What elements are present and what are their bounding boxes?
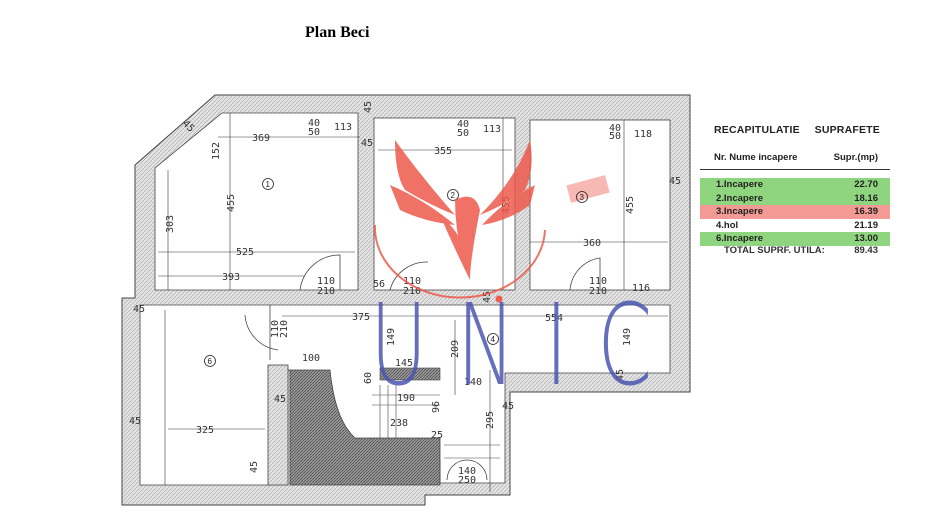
col-area-header: Supr.(mp): [833, 152, 878, 163]
room-number: 1: [266, 180, 271, 189]
recap-title-right: SUPRAFETE: [814, 124, 880, 136]
dim-label: 525: [236, 247, 254, 258]
dim-label: 393: [222, 272, 240, 283]
stair-wall: [267, 364, 289, 486]
dim-label: 110: [403, 276, 421, 287]
table-row: 2.Incapere 18.16: [700, 191, 890, 205]
dim-label: 110: [270, 320, 281, 338]
dim-label: 100: [302, 353, 320, 364]
dim-label: 355: [434, 146, 452, 157]
dim-label: 140: [464, 377, 482, 388]
room-name: 3.Incapere: [716, 206, 763, 217]
dim-label: 210: [279, 320, 290, 338]
dimension-lines: [158, 113, 668, 492]
dim-label: 45: [502, 401, 514, 412]
dim-label: 40: [308, 118, 320, 129]
col-name-header: Nr. Nume incapere: [714, 152, 798, 163]
dim-label: 140: [458, 466, 476, 477]
dim-label: 238: [390, 418, 408, 429]
room-number: 6: [208, 357, 213, 366]
dim-label: 50: [457, 128, 469, 139]
phoenix-logo-icon: [373, 140, 546, 299]
dim-label: 369: [252, 133, 270, 144]
dim-label: 96: [431, 401, 442, 413]
dim-label: 325: [196, 425, 214, 436]
dim-label: 210: [317, 286, 335, 297]
dim-label: 50: [609, 131, 621, 142]
dim-label: 56: [373, 279, 385, 290]
dim-label: 40: [609, 123, 621, 134]
dim-label: 40: [457, 119, 469, 130]
dim-label: 375: [352, 312, 370, 323]
room-numbers: 1 2 3 4 6: [204, 175, 610, 367]
room-1-area: [154, 112, 359, 291]
recap-title: RECAPITULATIE SUPRAFETE: [700, 124, 890, 136]
room-number: 3: [580, 193, 585, 202]
dim-label: 45: [249, 461, 260, 473]
dim-label: 25: [431, 430, 443, 441]
dim-label: 250: [458, 475, 476, 486]
dim-label: 295: [485, 411, 496, 429]
dim-label: 455: [625, 196, 636, 214]
stair-mass: [289, 369, 441, 486]
dim-label: 190: [397, 393, 415, 404]
dim-label: 210: [589, 286, 607, 297]
dim-label: 45: [133, 304, 145, 315]
dim-label: 554: [545, 313, 563, 324]
dim-label: 110: [317, 276, 335, 287]
dim-label: 116: [632, 283, 650, 294]
dim-label: 45: [361, 138, 373, 149]
dim-label: 118: [634, 129, 652, 140]
door-swings: [244, 254, 601, 481]
room-name: 2.Incapere: [716, 192, 763, 204]
dim-label: 45: [363, 101, 374, 113]
room-area: 13.00: [854, 233, 878, 244]
dim-label: 113: [334, 122, 352, 133]
dim-label: 152: [211, 142, 222, 160]
recap-table: RECAPITULATIE SUPRAFETE Nr. Nume incaper…: [700, 124, 890, 256]
room-area: 22.70: [854, 179, 878, 190]
dim-label: 45: [129, 416, 141, 427]
recap-title-left: RECAPITULATIE: [714, 124, 800, 136]
table-row: 1.Incapere 22.70: [700, 178, 890, 192]
dim-label: 455: [226, 194, 237, 212]
room-name: 4.hol: [716, 219, 739, 231]
room-name: 1.Incapere: [716, 179, 763, 190]
step-block: [379, 367, 441, 381]
dim-label: 209: [450, 340, 461, 358]
unic-logo-text: UNIC: [370, 281, 682, 411]
dim-label: 50: [308, 127, 320, 138]
dim-label: 145: [395, 358, 413, 369]
table-row: 6.Incapere 13.00: [700, 232, 890, 246]
table-row: 3.Incapere 16.39: [700, 205, 890, 219]
room-number: 4: [491, 335, 496, 344]
dim-label: 113: [483, 124, 501, 135]
dim-label: 45: [482, 291, 493, 303]
table-row: 4.hol 21.19: [700, 219, 890, 233]
room-area: 21.19: [854, 219, 878, 231]
total-row: TOTAL SUPRF. UTILA: 89.43: [700, 244, 890, 256]
room-name: 6.Incapere: [716, 233, 763, 244]
dimension-labels: 369 113 40 50 152 455 303 525 393 110 21…: [129, 101, 681, 486]
page-title: Plan Beci: [305, 24, 370, 41]
dim-label: 149: [622, 328, 633, 346]
total-label: TOTAL SUPRF. UTILA:: [724, 244, 825, 256]
room-number: 2: [451, 191, 456, 200]
dim-label: 60: [363, 372, 374, 384]
total-value: 89.43: [854, 244, 878, 256]
dim-label: 210: [403, 286, 421, 297]
room-area: 16.39: [854, 206, 878, 217]
dim-label: 360: [583, 238, 601, 249]
dim-label: 303: [165, 215, 176, 233]
stairs: [372, 385, 500, 459]
dim-label: 45: [274, 394, 286, 405]
room-area: 18.16: [854, 192, 878, 204]
recap-header: Nr. Nume incapere Supr.(mp): [700, 152, 890, 170]
dim-label: 45: [669, 176, 681, 187]
dim-label: 149: [386, 328, 397, 346]
dim-label: 45: [615, 369, 626, 381]
dim-label: 110: [589, 276, 607, 287]
